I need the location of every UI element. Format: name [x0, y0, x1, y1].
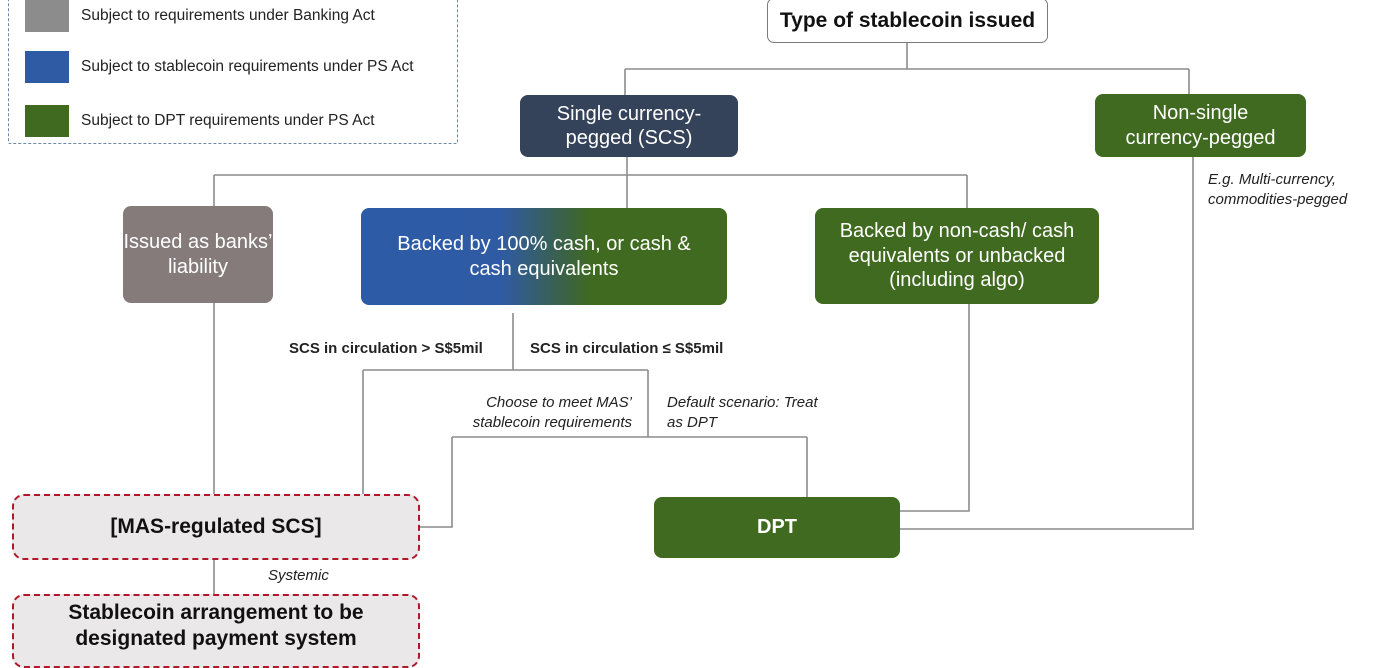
- connector-lines: [213, 42, 1194, 594]
- label-above-5mil: SCS in circulation > S$5mil: [289, 340, 483, 357]
- node-label: [MAS-regulated SCS]: [110, 515, 322, 539]
- legend-label: Subject to stablecoin requirements under…: [81, 58, 414, 75]
- legend-swatch-green: [25, 105, 69, 137]
- legend-swatch-grey: [25, 0, 69, 32]
- legend-label: Subject to requirements under Banking Ac…: [81, 7, 375, 24]
- node-type-of-stablecoin: Type of stablecoin issued: [767, 0, 1048, 43]
- node-label: Type of stablecoin issued: [779, 8, 1036, 32]
- node-label: Backed by non-cash/ cash equivalents or …: [839, 220, 1075, 292]
- node-single-currency-pegged: Single currency- pegged (SCS): [520, 95, 738, 157]
- node-label: DPT: [757, 516, 797, 539]
- node-issued-as-bank-liability: Issued as banks’ liability: [123, 206, 273, 303]
- node-backed-by-non-cash: Backed by non-cash/ cash equivalents or …: [815, 208, 1099, 304]
- label-non-single-example: E.g. Multi-currency, commodities-pegged: [1208, 171, 1348, 208]
- node-backed-by-cash: Backed by 100% cash, or cash & cash equi…: [361, 208, 727, 305]
- legend: Subject to requirements under Banking Ac…: [8, 0, 458, 144]
- node-label: Non-single currency-pegged: [1125, 102, 1276, 149]
- node-label: Stablecoin arrangement to be designated …: [68, 601, 364, 650]
- connector-choose-to-mas: [420, 437, 453, 528]
- label-default-dpt: Default scenario: Treat as DPT: [667, 394, 818, 431]
- node-non-single-currency-pegged: Non-single currency-pegged: [1095, 94, 1306, 157]
- legend-item-stablecoin: Subject to stablecoin requirements under…: [25, 50, 414, 84]
- connector-noncash-to-dpt: [900, 304, 970, 512]
- legend-item-dpt: Subject to DPT requirements under PS Act: [25, 104, 375, 138]
- legend-item-banking-act: Subject to requirements under Banking Ac…: [25, 0, 375, 33]
- node-label: Backed by 100% cash, or cash & cash equi…: [397, 233, 691, 280]
- label-systemic: Systemic: [268, 567, 329, 584]
- legend-label: Subject to DPT requirements under PS Act: [81, 112, 375, 129]
- connector-nonsingle-to-dpt: [900, 157, 1194, 530]
- node-label: Single currency- pegged (SCS): [556, 102, 702, 149]
- node-mas-regulated-scs: [MAS-regulated SCS]: [12, 494, 420, 560]
- node-dpt: DPT: [654, 497, 900, 558]
- legend-swatch-blue: [25, 51, 69, 83]
- node-designated-payment-system: Stablecoin arrangement to be designated …: [12, 594, 420, 668]
- label-choose-mas: Choose to meet MAS’ stablecoin requireme…: [472, 394, 632, 431]
- label-below-5mil: SCS in circulation ≤ S$5mil: [530, 340, 724, 357]
- node-label: Issued as banks’ liability: [123, 231, 273, 278]
